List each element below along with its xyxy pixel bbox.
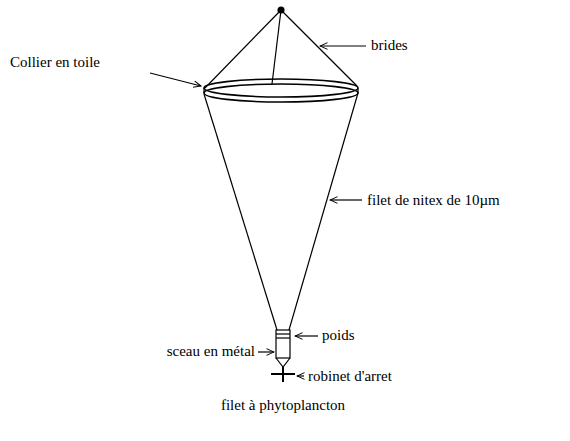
figure-caption: filet à phytoplancton [221, 396, 345, 414]
leader-arrow [258, 351, 274, 352]
weight [276, 333, 290, 334]
valve-bar [271, 373, 295, 375]
part-label: poids [322, 326, 355, 344]
leader-arrow [330, 199, 362, 200]
leader-arrow [295, 335, 318, 336]
collar-ring [204, 84, 358, 102]
bridle-line [281, 10, 357, 86]
part-label: filet de nitex de 10µm [367, 191, 500, 209]
leader-arrow [150, 73, 201, 86]
weight [276, 337, 290, 338]
part-label: sceau en métal [167, 342, 255, 360]
bucket-taper [276, 358, 290, 367]
part-label: brides [371, 36, 408, 54]
net-cone [289, 93, 358, 330]
bridle-line [272, 10, 281, 84]
leader-arrow [297, 375, 304, 376]
leader-arrow [320, 45, 366, 46]
bridle-line [205, 10, 281, 88]
metal-bucket [276, 330, 290, 358]
collar-ring [204, 79, 358, 97]
part-label: Collier en toile [10, 53, 100, 71]
part-label: robinet d'arret [308, 367, 392, 385]
net-cone [204, 94, 277, 330]
